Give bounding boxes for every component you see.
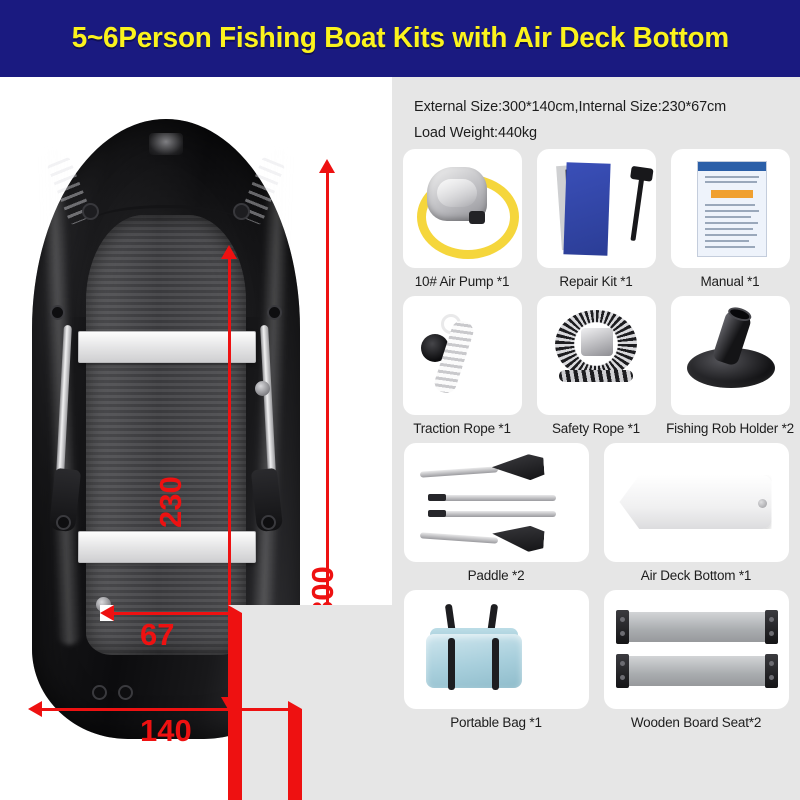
dim-300-arrow-top	[319, 159, 335, 173]
air-deck-icon	[604, 443, 789, 562]
accessory-label: Paddle *2	[467, 568, 525, 583]
accessory-row: 10# Air Pump *1 Repair Kit *1	[400, 149, 792, 296]
accessory-label: Safety Rope *1	[551, 421, 640, 436]
accessory-item-air-deck[interactable]: Air Deck Bottom *1	[600, 443, 792, 590]
d-ring-4	[261, 515, 276, 530]
manual-card	[670, 149, 790, 268]
bench-seat-rear	[78, 531, 256, 563]
accessory-item-rod-holder[interactable]: Fishing Rob Holder *2	[666, 296, 794, 443]
bow-ring-left	[82, 203, 99, 220]
air-deck-card	[603, 443, 789, 562]
accessory-grid: 10# Air Pump *1 Repair Kit *1	[400, 149, 794, 737]
accessory-row: Traction Rope *1 Safety Rope *1	[400, 296, 794, 443]
d-ring-3	[56, 515, 71, 530]
wooden-board-seat-icon	[604, 590, 789, 709]
air-deck-floor	[86, 215, 246, 655]
dim-67-arrow-left	[100, 605, 114, 621]
accessory-label: 10# Air Pump *1	[414, 274, 510, 289]
accessory-item-portable-bag[interactable]: Portable Bag *1	[400, 590, 592, 737]
bow-rope	[88, 205, 244, 224]
fishing-rod-holder-card	[670, 296, 790, 415]
dim-230-label: 230	[153, 476, 188, 528]
accessory-item-safety-rope[interactable]: Safety Rope *1	[534, 296, 658, 443]
page-title: 5~6Person Fishing Boat Kits with Air Dec…	[71, 22, 729, 54]
safety-rope-icon	[537, 296, 656, 415]
bench-seat-front	[78, 331, 256, 363]
paddle-icon	[404, 443, 589, 562]
accessory-label: Air Deck Bottom *1	[640, 568, 752, 583]
boat-illustration	[32, 119, 300, 739]
d-ring-2	[267, 305, 282, 320]
accessory-row: Portable Bag *1 Wooden Board S	[400, 590, 792, 737]
brand-logo-icon	[149, 133, 183, 155]
accessory-item-wooden-seat[interactable]: Wooden Board Seat*2	[600, 590, 792, 737]
accessory-label: Repair Kit *1	[559, 274, 633, 289]
accessory-label: Traction Rope *1	[413, 421, 511, 436]
dim-300-line	[326, 173, 329, 695]
safety-rope-card	[536, 296, 656, 415]
repair-kit-icon	[537, 149, 656, 268]
traction-rope-icon	[403, 296, 522, 415]
accessory-item-paddle[interactable]: Paddle *2	[400, 443, 592, 590]
dim-140-arrow-right	[288, 701, 392, 800]
hull-valve-icon	[255, 381, 270, 396]
dim-140-label: 140	[140, 713, 192, 748]
dim-230-arrow-top	[221, 245, 237, 259]
spec-load-line: Load Weight:440kg	[414, 125, 537, 141]
spec-size-line: External Size:300*140cm,Internal Size:23…	[414, 99, 727, 115]
dim-230-line	[228, 259, 231, 699]
accessory-item-manual[interactable]: Manual *1	[668, 149, 792, 296]
accessory-item-air-pump[interactable]: 10# Air Pump *1	[400, 149, 524, 296]
air-pump-card	[402, 149, 522, 268]
dim-67-label: 67	[140, 617, 175, 652]
air-pump-icon	[403, 149, 522, 268]
accessory-label: Fishing Rob Holder *2	[666, 421, 794, 436]
dim-140-line	[42, 708, 292, 711]
accessories-panel: External Size:300*140cm,Internal Size:23…	[392, 77, 800, 800]
dim-67-line	[114, 612, 232, 615]
bow-ring-right	[233, 203, 250, 220]
wooden-board-seat-card	[603, 590, 789, 709]
repair-kit-card	[536, 149, 656, 268]
d-ring-1	[50, 305, 65, 320]
manual-icon	[671, 149, 790, 268]
specifications: External Size:300*140cm,Internal Size:23…	[414, 94, 790, 146]
dim-140-arrow-left	[28, 701, 42, 717]
portable-bag-card	[403, 590, 589, 709]
accessory-item-repair-kit[interactable]: Repair Kit *1	[534, 149, 658, 296]
traction-rope-card	[402, 296, 522, 415]
accessory-label: Manual *1	[700, 274, 760, 289]
fishing-rod-holder-icon	[671, 296, 790, 415]
accessory-label: Portable Bag *1	[450, 715, 542, 730]
portable-bag-icon	[404, 590, 589, 709]
accessory-label: Wooden Board Seat*2	[630, 715, 762, 730]
d-ring-6	[118, 685, 133, 700]
d-ring-5	[92, 685, 107, 700]
boat-diagram-panel: 230 300 67 140	[0, 77, 392, 800]
accessory-row: Paddle *2 Air Deck Bottom *1	[400, 443, 792, 590]
title-banner: 5~6Person Fishing Boat Kits with Air Dec…	[0, 0, 800, 77]
accessory-item-traction-rope[interactable]: Traction Rope *1	[400, 296, 524, 443]
paddle-card	[403, 443, 589, 562]
